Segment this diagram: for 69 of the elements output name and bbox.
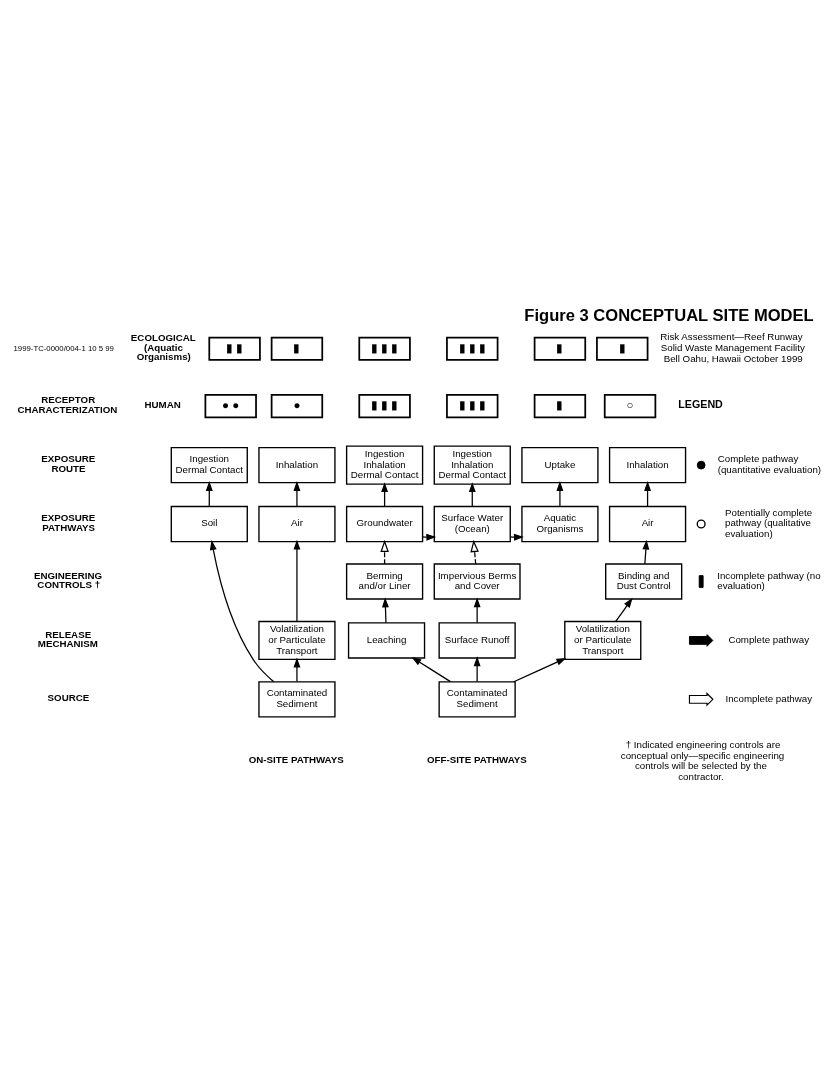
arrow [513, 657, 567, 682]
arrow [293, 480, 301, 507]
label: Risk Assessment—Reef Runway Solid Waste Management Facility Bell Oahu, Hawaii October 1999 [660, 330, 805, 364]
label: 1999-TC-0000/004-1 10 5 99 [13, 343, 114, 353]
label: RELEASE MECHANISM [37, 628, 98, 649]
node-box: Groundwater [345, 505, 424, 542]
node-box: Aquatic Organisms [521, 505, 599, 542]
label: RECEPTOR CHARACTERIZATION [17, 393, 118, 415]
label: HUMAN [144, 398, 181, 410]
node-box: ● ● [204, 393, 257, 418]
legend-label: Potentially complete pathway (qualitative evaluation) [725, 506, 813, 539]
label: † Indicated engineering controls are conceptual only—specific engineering controls will be selected by the contractor. [620, 738, 785, 782]
node-box: Inhalation [608, 446, 687, 483]
node-box: Soil [170, 505, 248, 542]
arrow [642, 539, 650, 564]
diagram-title: Figure 3 CONCEPTUAL SITE MODEL [524, 305, 814, 325]
node-box: ▮ ▮ ▮ [358, 393, 411, 418]
arrow [411, 656, 452, 682]
node-box: Berming and/or Liner [345, 562, 424, 600]
arrow [615, 597, 633, 622]
arrow [293, 539, 301, 622]
node-box: Volatilization or Particulate Transport [564, 620, 642, 660]
node-box: ▮ ▮ [208, 336, 261, 361]
node-box: ▮ [533, 336, 587, 361]
node-box: Contaminated Sediment [438, 680, 516, 718]
node-box: Surface Water (Ocean) [433, 505, 511, 542]
arrow [509, 533, 524, 541]
arrow [382, 596, 389, 623]
node-box: Binding and Dust Control [605, 562, 683, 600]
label: ON-SITE PATHWAYS [248, 753, 344, 765]
arrow [293, 657, 301, 682]
node-box: Leaching [347, 621, 426, 659]
node-box: ▮ [270, 336, 324, 361]
node-box: Impervious Berms and Cover [433, 562, 521, 600]
node-box: Volatilization or Particulate Transport [258, 620, 336, 660]
legend-label: Complete pathway (quantitative evaluation) [717, 452, 822, 475]
node-box: ▮ [596, 336, 649, 361]
node-box: ▮ ▮ ▮ [446, 336, 499, 361]
node-box: Surface Runoff [438, 621, 516, 659]
arrow [380, 539, 389, 564]
node-box: ▮ [533, 393, 587, 418]
legend-label: Incomplete pathway (no evaluation) [717, 569, 821, 591]
label: OFF-SITE PATHWAYS [426, 753, 527, 765]
node-box: Ingestion Inhalation Dermal Contact [345, 444, 424, 485]
node-box: ▮ ▮ ▮ [358, 336, 411, 361]
node-box: Inhalation [258, 446, 336, 483]
label: EXPOSURE PATHWAYS [41, 511, 96, 533]
node-box: ● [270, 393, 324, 418]
arrow [421, 533, 437, 541]
label: SOURCE [47, 691, 90, 703]
legend-label: Incomplete pathway [725, 692, 813, 704]
label: LEGEND [678, 397, 723, 410]
node-box: Air [608, 505, 687, 542]
arrow [556, 480, 564, 507]
node-box: Air [258, 505, 336, 542]
arrow [473, 596, 481, 623]
legend-label: Complete pathway [728, 633, 810, 645]
label: ECOLOGICAL (Aquatic Organisms) [130, 331, 196, 362]
arrow [473, 655, 481, 682]
label: EXPOSURE ROUTE [41, 452, 96, 474]
node-box: Ingestion Dermal Contact [170, 446, 248, 483]
label: ENGINEERING CONTROLS † [33, 569, 103, 590]
node-box: Ingestion Inhalation Dermal Contact [433, 444, 511, 485]
node-box: Contaminated Sediment [258, 680, 336, 718]
node-box: ○ [603, 393, 657, 418]
arrow [470, 539, 479, 564]
node-box: Uptake [521, 446, 599, 483]
node-box: ▮ ▮ ▮ [446, 393, 499, 418]
arrow [209, 539, 275, 682]
